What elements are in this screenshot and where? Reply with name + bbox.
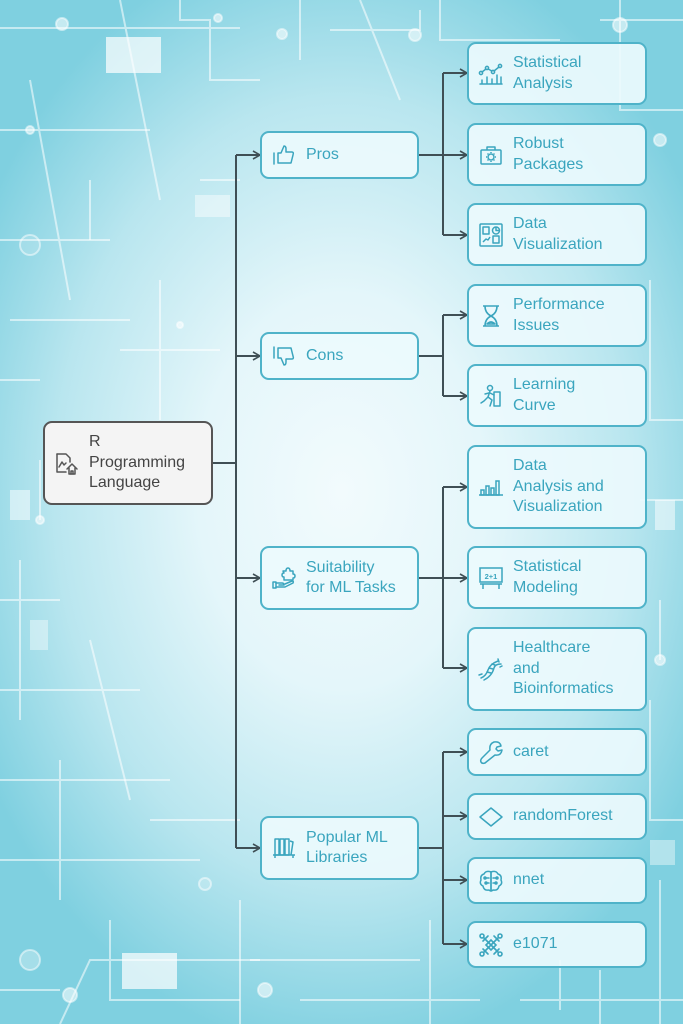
leaf-label: Data Visualization <box>513 215 603 253</box>
branch-node-suitability[interactable]: Suitability for ML Tasks <box>260 546 419 610</box>
branch-node-popular-ml-libraries[interactable]: Popular ML Libraries <box>260 816 419 880</box>
leaf-node-data-analysis-visualization[interactable]: Data Analysis and Visualization <box>467 445 647 529</box>
leaf-node-e1071[interactable]: e1071 <box>467 921 647 968</box>
leaf-label: caret <box>513 742 549 760</box>
leaf-label: nnet <box>513 871 545 889</box>
thumbs-up-icon <box>270 141 298 169</box>
hourglass-icon <box>477 302 505 330</box>
leaf-node-nnet[interactable]: nnet <box>467 857 647 904</box>
leaf-node-statistical-analysis[interactable]: Statistical Analysis <box>467 42 647 105</box>
package-gear-icon <box>477 141 505 169</box>
leaf-label: Healthcare and Bioinformatics <box>513 639 614 698</box>
branch-label: Cons <box>306 346 344 364</box>
branch-label: Pros <box>306 145 339 163</box>
leaf-label: Data Analysis and Visualization <box>513 457 604 516</box>
branch-node-pros[interactable]: Pros <box>260 131 419 179</box>
dashboard-icon <box>477 221 505 249</box>
branch-label: Popular ML Libraries <box>306 828 388 867</box>
leaf-label: Performance Issues <box>513 296 605 334</box>
joomla-icon <box>477 931 505 959</box>
leaf-node-learning-curve[interactable]: Learning Curve <box>467 364 647 427</box>
leaf-node-healthcare-bioinformatics[interactable]: Healthcare and Bioinformatics <box>467 627 647 711</box>
diamond-icon <box>477 803 505 831</box>
leaf-label: e1071 <box>513 935 558 953</box>
leaf-node-statistical-modeling[interactable]: 2+1 Statistical Modeling <box>467 546 647 609</box>
branch-label: Suitability for ML Tasks <box>306 558 396 597</box>
wrench-icon <box>477 738 505 766</box>
chart-home-icon <box>53 449 81 477</box>
hand-puzzle-icon <box>270 564 298 592</box>
leaf-label: Learning Curve <box>513 376 576 414</box>
bar-chart-icon <box>477 473 505 501</box>
leaf-node-robust-packages[interactable]: Robust Packages <box>467 123 647 186</box>
leaf-node-randomforest[interactable]: randomForest <box>467 793 647 840</box>
branch-node-cons[interactable]: Cons <box>260 332 419 380</box>
svg-text:2+1: 2+1 <box>485 572 498 581</box>
climber-icon <box>477 382 505 410</box>
leaf-label: Statistical Modeling <box>513 558 582 596</box>
leaf-node-caret[interactable]: caret <box>467 728 647 776</box>
leaf-node-data-visualization[interactable]: Data Visualization <box>467 203 647 266</box>
root-label: R Programming Language <box>89 433 186 492</box>
leaf-node-performance-issues[interactable]: Performance Issues <box>467 284 647 347</box>
root-node-r-programming[interactable]: R Programming Language <box>43 421 213 505</box>
blackboard-icon: 2+1 <box>477 564 505 592</box>
brain-icon <box>477 867 505 895</box>
thumbs-down-icon <box>270 342 298 370</box>
leaf-label: randomForest <box>513 807 613 825</box>
books-icon <box>270 834 298 862</box>
leaf-label: Statistical Analysis <box>513 54 582 92</box>
dna-icon <box>477 655 505 683</box>
chart-analysis-icon <box>477 60 505 88</box>
leaf-label: Robust Packages <box>513 135 584 173</box>
